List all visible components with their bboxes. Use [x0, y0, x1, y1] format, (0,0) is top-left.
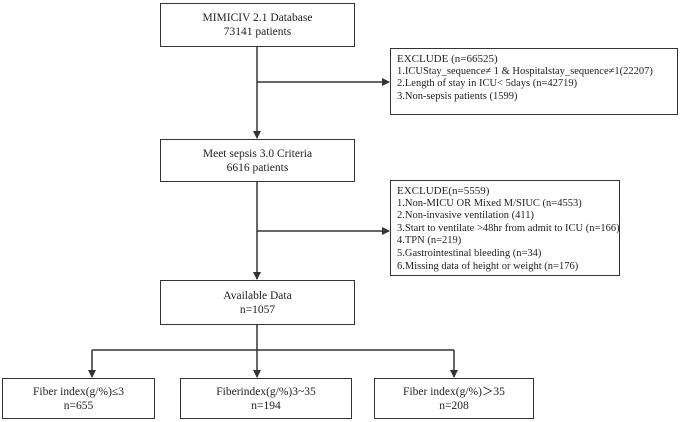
exclusion-2-item: 5.Gastrointestinal bleeding (n=34) — [397, 247, 542, 259]
exclusion-box-1: EXCLUDE (n=66525) 1.ICUStay_sequence≠ 1 … — [390, 48, 678, 115]
database-box: MIMICIV 2.1 Database 73141 patients — [160, 3, 355, 47]
exclusion-1-item: 3.Non-sepsis patients (1599) — [397, 90, 518, 102]
database-count: 73141 patients — [223, 26, 292, 38]
exclusion-box-2: EXCLUDE(n=5559) 1.Non-MICU OR Mixed M/SI… — [390, 180, 620, 276]
exclusion-2-item: 2.Non-invasive ventilation (411) — [397, 210, 534, 222]
exclusion-1-item: 2.Length of stay in ICU< 5days (n=42719) — [397, 78, 578, 90]
group-box-1: Fiber index(g/%)≤3 n=655 — [2, 378, 155, 419]
available-data-box: Available Data n=1057 — [160, 280, 355, 325]
sepsis-count: 6616 patients — [226, 162, 289, 174]
group-box-2: Fiberindex(g/%)3~35 n=194 — [180, 378, 352, 419]
exclusion-2-item: 6.Missing data of height or weight (n=17… — [397, 260, 579, 272]
exclusion-2-header: EXCLUDE(n=5559) — [397, 185, 490, 197]
group-box-3: Fiber index(g/%)＞35 n=208 — [374, 378, 534, 419]
exclusion-1-header: EXCLUDE (n=66525) — [397, 53, 498, 65]
group-1-label: Fiber index(g/%)≤3 — [33, 386, 124, 398]
sepsis-box: Meet sepsis 3.0 Criteria 6616 patients — [160, 139, 355, 182]
exclusion-2-item: 3.Start to ventilate >48hr from admit to… — [397, 222, 620, 234]
sepsis-title: Meet sepsis 3.0 Criteria — [202, 148, 313, 160]
group-3-label: Fiber index(g/%)＞35 — [403, 386, 505, 398]
group-2-label: Fiberindex(g/%)3~35 — [216, 386, 316, 398]
exclusion-2-item: 1.Non-MICU OR Mixed M/SIUC (n=4553) — [397, 197, 582, 209]
group-1-count: n=655 — [63, 400, 94, 412]
database-title: MIMICIV 2.1 Database — [202, 12, 313, 24]
group-2-count: n=194 — [251, 400, 281, 412]
group-3-count: n=208 — [439, 400, 469, 412]
available-title: Available Data — [223, 290, 292, 302]
exclusion-1-item: 1.ICUStay_sequence≠ 1 & Hospitalstay_seq… — [397, 65, 653, 77]
exclusion-2-item: 4.TPN (n=219) — [397, 235, 462, 247]
available-count: n=1057 — [239, 304, 276, 316]
